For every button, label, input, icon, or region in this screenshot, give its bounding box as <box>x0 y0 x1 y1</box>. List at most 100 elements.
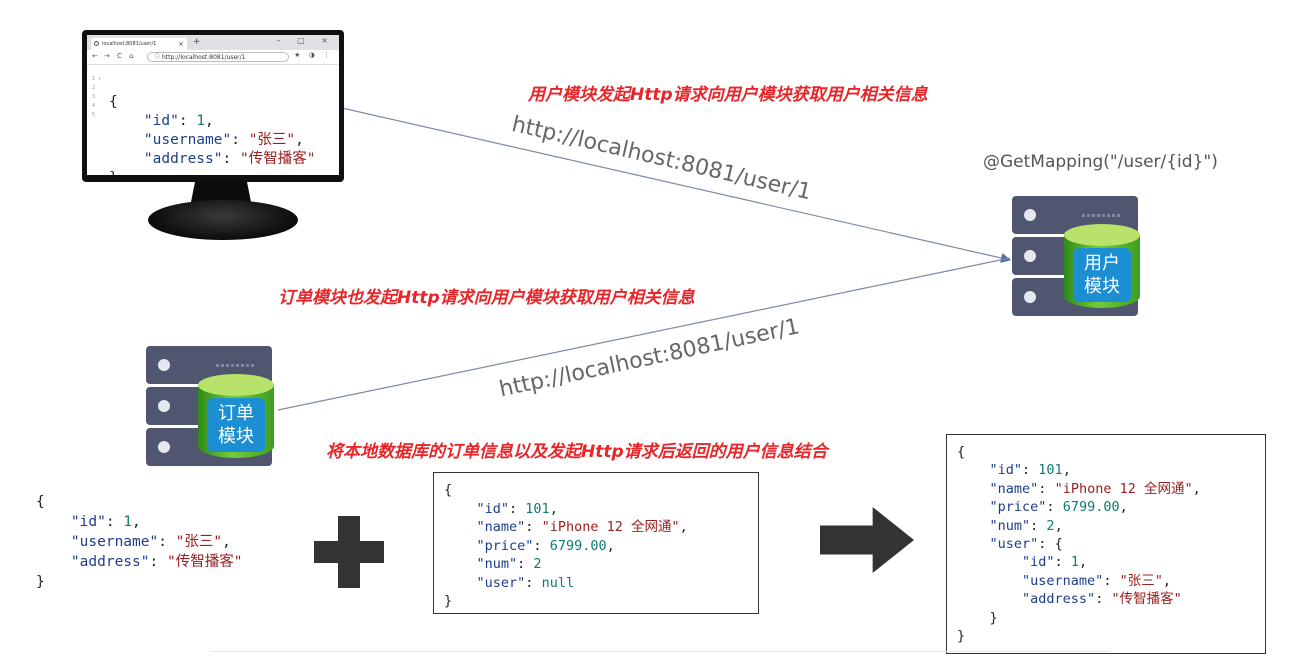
json-key: "address" <box>1022 591 1096 608</box>
json-key: "address" <box>70 554 150 570</box>
browser-nav-bar: ← → C ⌂ ⓘ http://localhost:8081/user/1 ★… <box>87 50 339 65</box>
get-mapping-annotation: @GetMapping("/user/{id}") <box>983 152 1218 172</box>
server-led-icon <box>158 441 170 453</box>
json-brace: } <box>444 593 453 609</box>
json-key: "name" <box>989 480 1039 497</box>
close-icon[interactable]: × <box>178 40 184 48</box>
line-numbers: 1 ▾ 2 3 4 5 <box>92 76 102 118</box>
json-value: 2 <box>1046 517 1055 534</box>
globe-icon <box>94 41 99 46</box>
browser-tab-title: localhost:8081/user/1 <box>102 41 157 47</box>
database-cylinder-icon: 用户 模块 <box>1064 224 1140 314</box>
order-json: { "id": 101, "name": "iPhone 12 全网通", "p… <box>444 482 688 609</box>
server-led-icon <box>1024 209 1036 221</box>
database-cylinder-icon: 订单 模块 <box>198 374 274 464</box>
json-key: "num" <box>989 517 1031 534</box>
json-key: "username" <box>1022 572 1104 589</box>
order-module-label-line: 模块 <box>218 426 254 447</box>
home-icon[interactable]: ⌂ <box>129 52 134 60</box>
json-brace: { <box>109 94 118 110</box>
user-json: { "id": 1, "username": "张三", "address": … <box>36 494 243 590</box>
order-module-server: 订单 模块 <box>146 346 274 468</box>
json-brace: } <box>957 628 966 645</box>
json-key: "id" <box>476 500 510 517</box>
json-value: "传智播客" <box>166 554 243 570</box>
browser-tab-bar: localhost:8081/user/1 × + – ▢ × <box>87 35 339 50</box>
json-value: 6799.00 <box>1062 499 1120 516</box>
json-brace: } <box>109 170 118 175</box>
json-key: "id" <box>143 113 179 129</box>
caption-middle: 订单模块也发起Http请求向用户模块获取用户相关信息 <box>278 288 695 308</box>
json-value: "iPhone 12 全网通" <box>541 519 680 535</box>
plus-icon <box>314 541 384 563</box>
user-module-label-line: 模块 <box>1084 276 1120 297</box>
json-value: 101 <box>525 500 550 517</box>
json-value: 6799.00 <box>549 537 607 554</box>
user-module-server: 用户 模块 <box>1012 196 1140 318</box>
info-icon: ⓘ <box>154 54 161 61</box>
json-brace: { <box>36 494 45 510</box>
json-value: 1 <box>196 113 206 129</box>
address-bar[interactable]: ⓘ http://localhost:8081/user/1 <box>147 52 289 62</box>
monitor: localhost:8081/user/1 × + – ▢ × ← → C ⌂ … <box>82 30 344 182</box>
json-key: "user" <box>989 536 1039 553</box>
server-led-icon <box>1024 250 1036 262</box>
json-key: "username" <box>143 132 232 148</box>
json-value: 1 <box>1070 554 1079 571</box>
json-brace: { <box>957 444 966 460</box>
json-key: "username" <box>70 534 159 550</box>
json-value: "iPhone 12 全网通" <box>1054 480 1193 497</box>
order-module-label: 订单 模块 <box>207 398 265 452</box>
json-key: "price" <box>476 537 534 554</box>
request-line-order <box>277 257 1011 411</box>
json-key: "id" <box>1022 554 1055 571</box>
forward-arrow-icon[interactable]: → <box>104 52 110 60</box>
request-line-browser <box>341 107 1011 263</box>
json-brace: { <box>444 482 453 498</box>
browser-toolbar-icons[interactable]: ★ ◑ ⋮ <box>294 51 333 59</box>
caption-top: 用户模块发起Http请求向用户模块获取用户相关信息 <box>528 85 928 105</box>
result-json-box: { "id": 101, "name": "iPhone 12 全网通", "p… <box>946 434 1266 654</box>
new-tab-button[interactable]: + <box>193 37 201 47</box>
server-led-icon <box>1024 291 1036 303</box>
json-value: "传智播客" <box>1111 591 1182 608</box>
browser-tab[interactable]: localhost:8081/user/1 × <box>91 38 187 50</box>
json-key: "id" <box>989 462 1023 479</box>
server-led-icon <box>158 359 170 371</box>
json-value: null <box>541 574 575 591</box>
json-value: "传智播客" <box>239 151 316 167</box>
user-module-label: 用户 模块 <box>1073 248 1131 302</box>
json-brace: } <box>36 574 45 590</box>
json-key: "num" <box>476 556 518 572</box>
user-module-label-line: 用户 <box>1084 253 1120 274</box>
window-controls[interactable]: – ▢ × <box>276 36 335 45</box>
json-key: "price" <box>989 499 1047 516</box>
result-json: { "id": 101, "name": "iPhone 12 全网通", "p… <box>957 444 1201 645</box>
json-value: 1 <box>123 514 133 530</box>
json-key: "user" <box>476 574 526 591</box>
json-key: "id" <box>70 514 106 530</box>
server-vent-icon <box>216 353 256 386</box>
server-led-icon <box>158 400 170 412</box>
json-value: 101 <box>1038 462 1063 479</box>
json-key: "address" <box>143 151 223 167</box>
browser-window: localhost:8081/user/1 × + – ▢ × ← → C ⌂ … <box>87 35 339 175</box>
caption-bottom: 将本地数据库的订单信息以及发起Http请求后返回的用户信息结合 <box>326 442 828 462</box>
monitor-base <box>148 200 298 240</box>
json-value: 2 <box>533 556 542 572</box>
reload-icon[interactable]: C <box>117 52 122 60</box>
back-arrow-icon[interactable]: ← <box>92 52 98 60</box>
server-vent-icon <box>1082 203 1122 236</box>
json-brace: { <box>1054 536 1063 553</box>
divider <box>210 651 1110 652</box>
json-value: "张三" <box>175 534 223 550</box>
address-url: http://localhost:8081/user/1 <box>161 54 246 61</box>
json-key: "name" <box>476 519 526 535</box>
json-brace: } <box>989 609 998 626</box>
order-module-label-line: 订单 <box>218 403 254 424</box>
json-value: "张三" <box>1119 572 1163 589</box>
order-json-box: { "id": 101, "name": "iPhone 12 全网通", "p… <box>433 472 759 614</box>
json-value: "张三" <box>248 132 296 148</box>
browser-json: { "id": 1, "username": "张三", "address": … <box>109 93 315 175</box>
